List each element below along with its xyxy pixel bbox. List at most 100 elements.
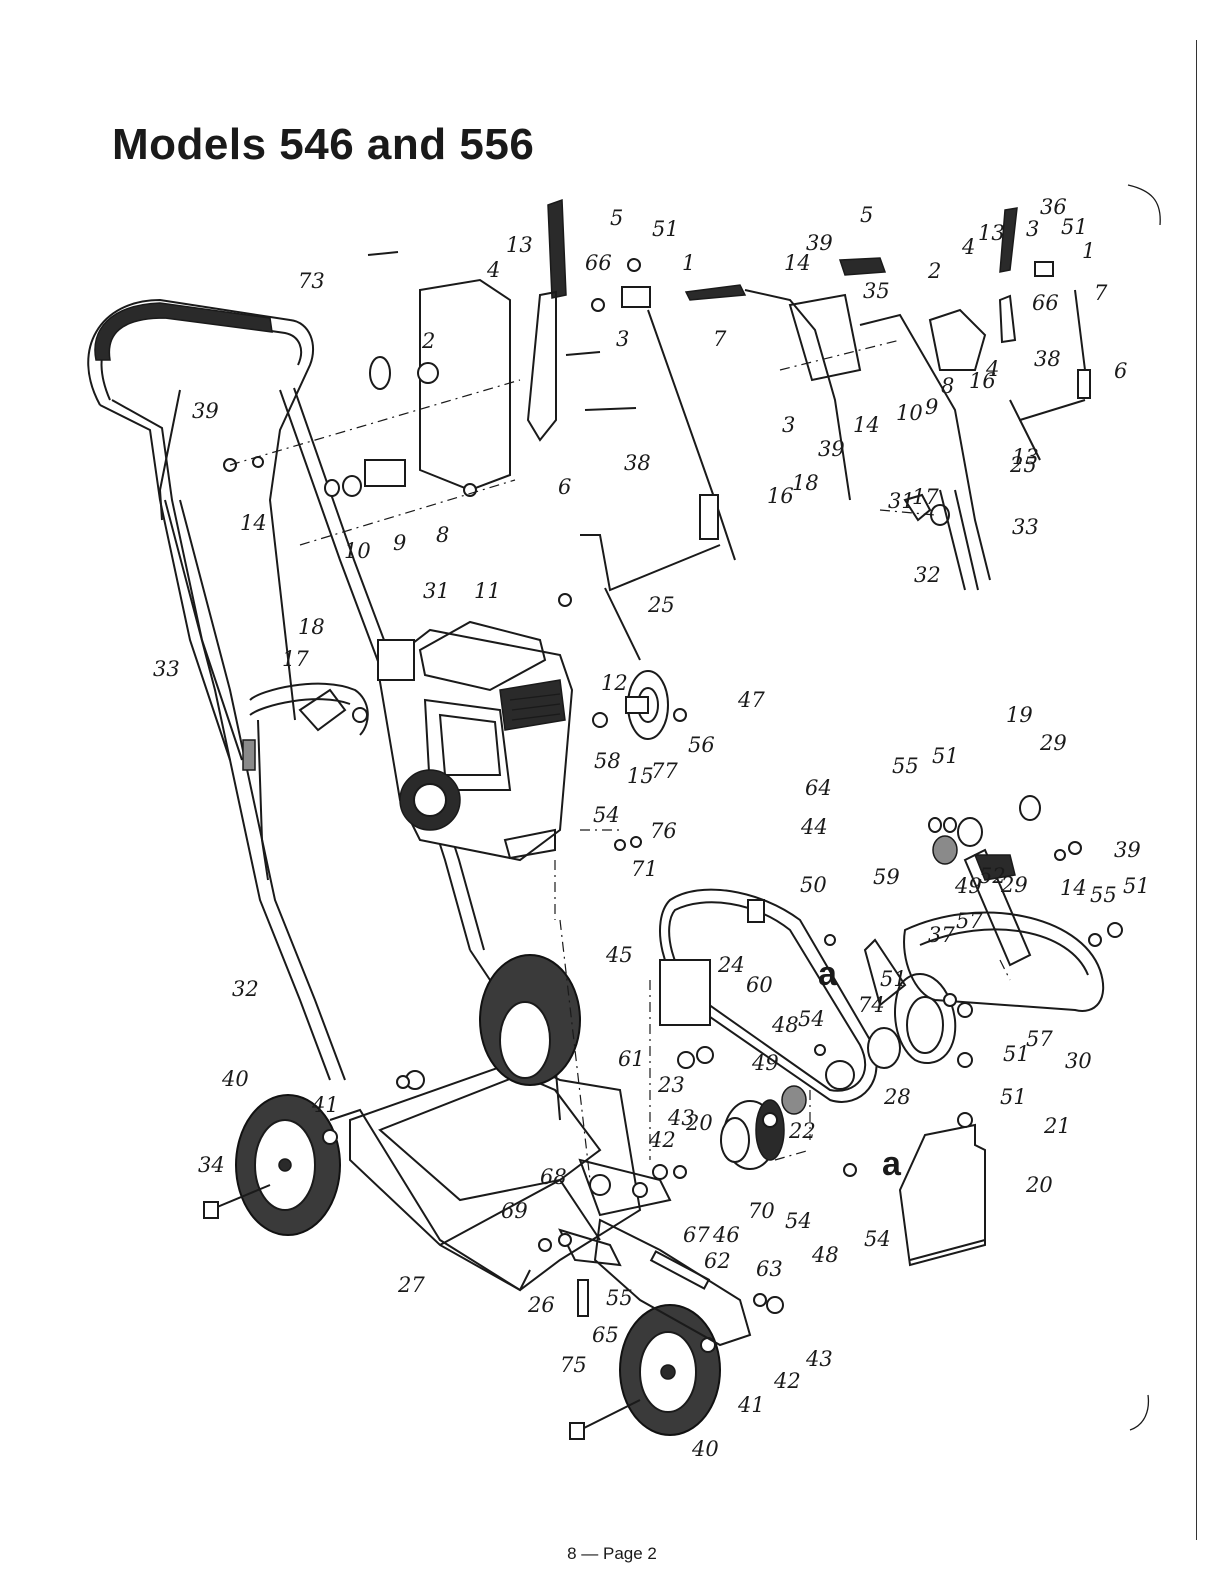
callout: 28 xyxy=(883,1085,911,1109)
callout: 69 xyxy=(501,1199,528,1223)
callout: 49 xyxy=(954,874,982,898)
callout: 13 xyxy=(978,221,1005,245)
callout: 16 xyxy=(969,369,996,393)
callout: 4 xyxy=(486,258,500,282)
callout: 7 xyxy=(713,327,727,351)
callout: 32 xyxy=(232,977,259,1001)
callout: 7 xyxy=(1094,281,1108,305)
callout: 41 xyxy=(737,1393,765,1417)
lower-handle-tubes xyxy=(164,387,485,1081)
callout: 15 xyxy=(627,764,654,788)
callout: 48 xyxy=(771,1013,799,1037)
callout: 76 xyxy=(650,819,677,843)
callout: 36 xyxy=(1040,195,1067,219)
callout: 51 xyxy=(1000,1085,1027,1109)
callout: 8 xyxy=(941,374,954,398)
callout: 47 xyxy=(737,688,765,712)
callout: 14 xyxy=(853,413,880,437)
binding-mark xyxy=(1129,1394,1150,1431)
callout: 17 xyxy=(282,647,309,671)
callout: 25 xyxy=(647,593,675,617)
middle-wheel xyxy=(479,954,581,1086)
callout: 40 xyxy=(691,1437,719,1461)
callout: 18 xyxy=(298,615,325,639)
reference-mark-a: a xyxy=(818,955,838,993)
shield-plate xyxy=(898,1112,986,1267)
callout: 41 xyxy=(311,1093,339,1117)
callout: 4 xyxy=(985,357,999,381)
callout: 37 xyxy=(928,923,955,947)
callout: 70 xyxy=(748,1199,775,1223)
callout: 56 xyxy=(688,733,715,757)
callout: 52 xyxy=(979,864,1006,888)
callout: 64 xyxy=(805,776,832,800)
handle-bracket xyxy=(242,739,256,771)
callout: 30 xyxy=(1065,1049,1092,1073)
callout: 3 xyxy=(616,327,629,351)
callout: 26 xyxy=(527,1293,555,1317)
callout-labels: 73 39 14 10 9 8 2 4 13 66 51 1 5 3 7 38 … xyxy=(153,195,1150,1461)
belt-housing xyxy=(659,888,878,1103)
callout: 19 xyxy=(1006,703,1033,727)
callout: 46 xyxy=(712,1223,740,1247)
callout: 58 xyxy=(594,749,621,773)
handle-assembly xyxy=(87,298,315,761)
callout: 55 xyxy=(606,1286,633,1310)
callout: 2 xyxy=(421,329,435,353)
callout: 14 xyxy=(1060,876,1087,900)
callout: 57 xyxy=(956,909,983,933)
callout: 39 xyxy=(818,437,845,461)
callout: 32 xyxy=(914,563,941,587)
callout: 59 xyxy=(873,865,900,889)
callout: 14 xyxy=(240,511,267,535)
callout: 61 xyxy=(618,1047,645,1071)
callout: 54 xyxy=(798,1007,825,1031)
callout: 20 xyxy=(685,1111,713,1135)
engine xyxy=(376,620,574,862)
callout: 62 xyxy=(704,1249,731,1273)
callout: 1 xyxy=(682,251,695,275)
callout: 2 xyxy=(927,259,941,283)
callout: 29 xyxy=(1000,873,1028,897)
blade-bracket xyxy=(928,795,1041,967)
callout: 14 xyxy=(784,251,811,275)
callout: 39 xyxy=(1114,838,1141,862)
callout: 43 xyxy=(667,1106,695,1130)
callout: 24 xyxy=(717,953,745,977)
callout: 18 xyxy=(792,471,819,495)
binding-mark xyxy=(1127,184,1161,226)
callout: 38 xyxy=(624,451,651,475)
callout: 10 xyxy=(344,539,371,563)
callout: 42 xyxy=(648,1128,676,1152)
callout: 42 xyxy=(773,1369,801,1393)
callout: 17 xyxy=(912,485,939,509)
callout: 51 xyxy=(880,967,907,991)
callout: 5 xyxy=(610,206,623,230)
callout: 39 xyxy=(806,231,833,255)
callout: 51 xyxy=(932,744,959,768)
callout: 45 xyxy=(605,943,633,967)
callout: 10 xyxy=(896,401,923,425)
callout: 16 xyxy=(767,484,794,508)
callout: 66 xyxy=(1032,291,1059,315)
callout: 27 xyxy=(397,1273,425,1297)
callout: 54 xyxy=(864,1227,891,1251)
callout: 3 xyxy=(782,413,795,437)
callout: 74 xyxy=(858,993,885,1017)
callout: 48 xyxy=(811,1243,839,1267)
callout: 35 xyxy=(863,279,890,303)
callout: 51 xyxy=(652,217,679,241)
callout: 77 xyxy=(651,759,678,783)
callout: 51 xyxy=(1123,874,1150,898)
callout: 21 xyxy=(1043,1114,1071,1138)
control-lever-right xyxy=(684,207,1091,591)
callout: 44 xyxy=(800,815,828,839)
callout: 60 xyxy=(746,973,773,997)
callout: 49 xyxy=(751,1051,779,1075)
callout: 8 xyxy=(436,523,449,547)
callout: 33 xyxy=(153,657,180,681)
blade-guard xyxy=(863,911,1105,1065)
callout: 33 xyxy=(1012,515,1039,539)
callout: 43 xyxy=(805,1347,833,1371)
